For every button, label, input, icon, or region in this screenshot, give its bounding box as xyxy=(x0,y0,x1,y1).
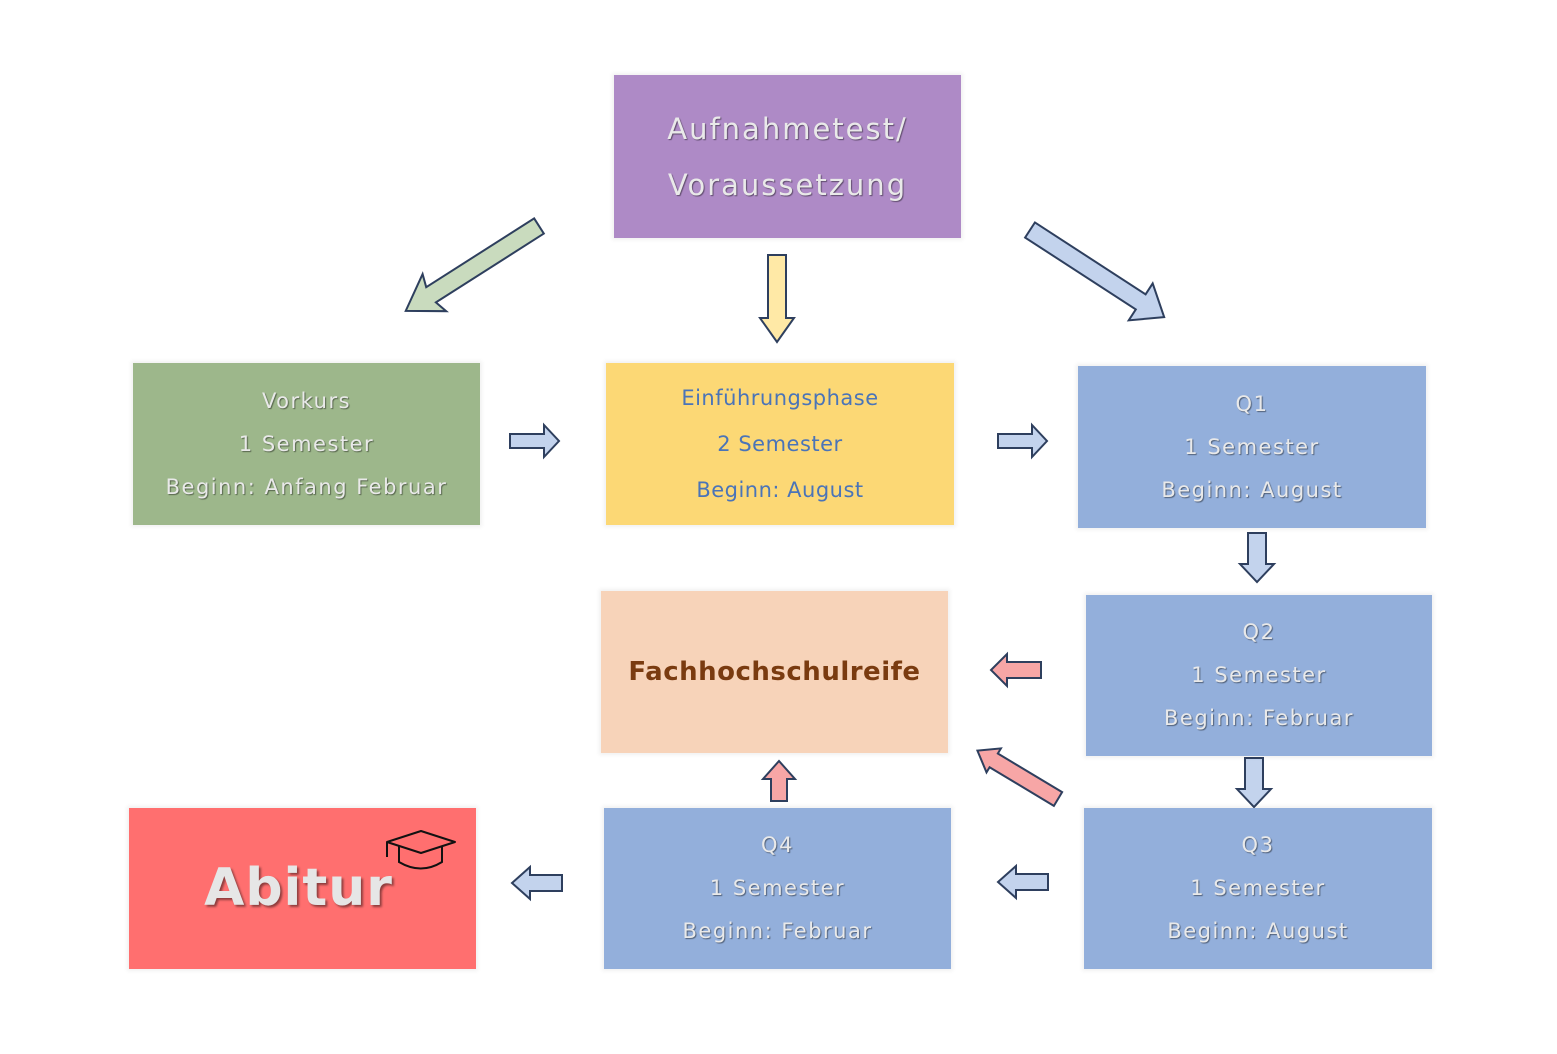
arrow-aufnahme-to-q1 xyxy=(1023,221,1166,322)
node-start: Beginn: Anfang Februar xyxy=(165,474,448,499)
arrow-q2-to-fachhochschulreife xyxy=(989,651,1042,689)
node-duration: 1 Semester xyxy=(1184,434,1320,459)
node-title: Fachhochschulreife xyxy=(628,656,921,687)
node-title: Abitur xyxy=(204,858,393,918)
node-label: Voraussetzung xyxy=(667,167,908,202)
node-q3: Q3 1 Semester Beginn: August xyxy=(1084,808,1432,969)
arrow-q4-to-fachhochschulreife xyxy=(760,759,798,802)
node-duration: 2 Semester xyxy=(717,432,843,456)
node-title: Q3 xyxy=(1241,833,1275,857)
arrow-q3-to-fachhochschulreife xyxy=(975,747,1064,808)
arrow-q3-to-q4 xyxy=(996,863,1049,901)
node-vorkurs: Vorkurs 1 Semester Beginn: Anfang Februa… xyxy=(133,363,480,525)
arrow-aufnahme-to-einfuehrungsphase xyxy=(758,254,796,344)
node-q2: Q2 1 Semester Beginn: Februar xyxy=(1086,595,1432,756)
node-title: Q4 xyxy=(761,833,794,857)
node-q1: Q1 1 Semester Beginn: August xyxy=(1078,366,1426,528)
node-title: Q1 xyxy=(1235,391,1269,416)
graduation-cap-icon xyxy=(386,830,456,870)
node-einfuehrungsphase: Einführungsphase 2 Semester Beginn: Augu… xyxy=(606,363,954,525)
node-title: Vorkurs xyxy=(261,388,352,413)
node-start: Beginn: August xyxy=(1167,919,1349,943)
arrow-aufnahme-to-vorkurs xyxy=(404,217,546,313)
arrow-q2-to-q3 xyxy=(1234,757,1274,809)
node-abitur: Abitur xyxy=(129,808,476,969)
node-duration: 1 Semester xyxy=(238,431,375,456)
node-duration: 1 Semester xyxy=(1191,663,1327,687)
arrow-q1-to-q2 xyxy=(1237,532,1277,584)
arrow-vorkurs-to-einfuehrungsphase xyxy=(509,422,561,460)
node-start: Beginn: Februar xyxy=(1164,706,1354,730)
node-title: Q2 xyxy=(1242,620,1276,644)
node-start: Beginn: August xyxy=(1161,477,1343,502)
node-start: Beginn: August xyxy=(696,478,864,502)
node-title: Einführungsphase xyxy=(681,386,879,410)
node-aufnahmetest: Aufnahmetest/ Voraussetzung xyxy=(614,75,961,238)
arrow-einfuehrungsphase-to-q1 xyxy=(997,422,1049,460)
arrow-q4-to-abitur xyxy=(510,864,563,902)
node-start: Beginn: Februar xyxy=(682,919,873,943)
node-fachhochschulreife: Fachhochschulreife xyxy=(601,591,948,753)
node-q4: Q4 1 Semester Beginn: Februar xyxy=(604,808,951,969)
node-label: Aufnahmetest/ xyxy=(667,111,908,146)
node-duration: 1 Semester xyxy=(709,876,846,900)
node-duration: 1 Semester xyxy=(1190,876,1326,900)
